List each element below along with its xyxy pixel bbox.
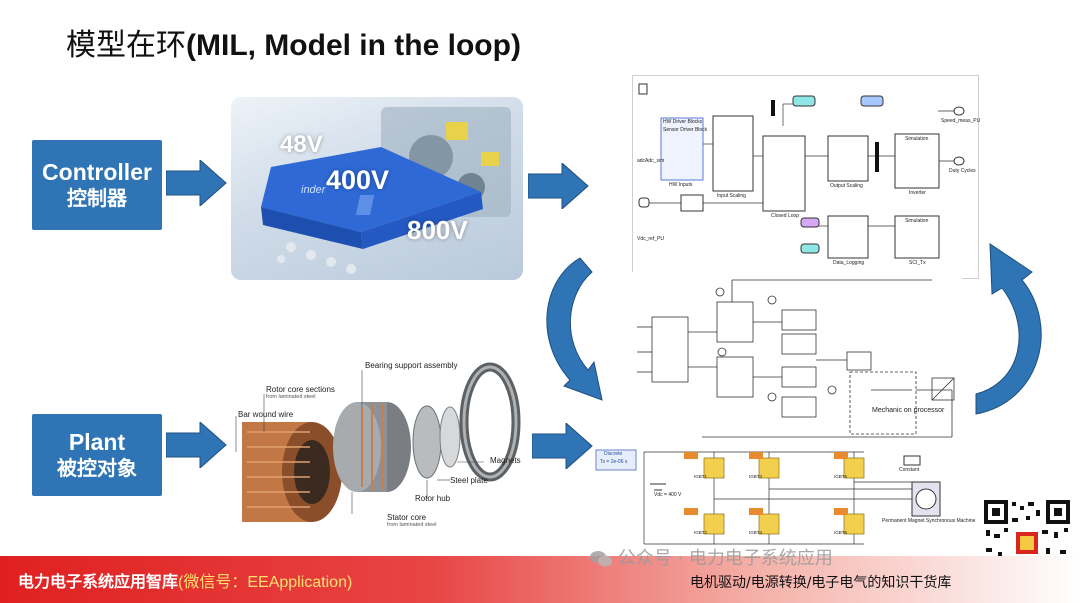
inverter-art: [594, 444, 966, 554]
sim-out-speed: Speed_meas_PU: [941, 118, 980, 124]
sim-hw-driver: HW Driver Blocks: [663, 119, 702, 125]
svg-text:Mechanic on processor: Mechanic on processor: [872, 407, 945, 414]
footer-wechat-id: (微信号：EEApplication): [178, 574, 352, 591]
loop-arrow-right: [970, 232, 1065, 417]
controller-photo: inder 48V 400V 800V: [231, 97, 523, 280]
label-rotor-core-sub: from laminated steel: [266, 394, 316, 400]
voltage-400v: 400V: [326, 165, 389, 196]
sim-data-logging: Data_Logging: [833, 260, 864, 266]
sim-out-duty: Duty Cycles: [949, 168, 976, 174]
inv-igbt4: IGBT4: [749, 530, 762, 535]
wechat-watermark: 公众号 · 电力电子系统应用: [590, 544, 833, 570]
plant-label-en: Plant: [32, 429, 162, 455]
inv-igbt6: IGBT6: [834, 530, 847, 535]
label-bearing: Bearing support assembly: [365, 361, 458, 370]
label-steel-plate: Steel plate: [450, 476, 488, 485]
inv-igbt5: IGBT5: [834, 474, 847, 479]
wechat-icon: [590, 550, 612, 568]
voltage-800v: 800V: [407, 215, 468, 246]
inv-igbt2: IGBT2: [694, 530, 707, 535]
loop-arrow-left: [532, 250, 622, 410]
wechat-watermark-text: 公众号 · 电力电子系统应用: [618, 548, 833, 569]
label-stator-core: Stator core: [387, 513, 426, 522]
footer-left: 电力电子系统应用智库(微信号：EEApplication): [18, 568, 352, 592]
sim-inverter: Inverter: [909, 190, 926, 196]
title-en: (MIL, Model in the loop): [186, 29, 521, 62]
inv-machine: Permanent Magnet Synchronous Machine: [882, 518, 975, 524]
inverter-power-stage: Discrete Ts = 2e-06 s Vdc = 400 V Consta…: [594, 444, 966, 554]
controller-label-cn: 控制器: [32, 185, 162, 211]
sim-sensor-driver: Sensor Driver Block: [663, 127, 707, 133]
label-rotor-hub: Rotor hub: [415, 494, 450, 503]
footer-brand: 电力电子系统应用智库: [18, 572, 178, 591]
motor-exploded-view: Bearing support assembly Rotor core sect…: [222, 352, 532, 542]
controller-brand: inder: [301, 184, 327, 196]
slide-title: 模型在环(MIL, Model in the loop): [66, 20, 521, 64]
inv-constant: Constant: [899, 467, 919, 473]
motor-art: [222, 352, 532, 542]
simulink-controller-model: HW Driver Blocks Sensor Driver Block HW …: [632, 75, 979, 279]
arrow-motor-to-plant-model: [532, 423, 594, 469]
pmsm-block-diagram: Mechanic on processor: [632, 272, 962, 442]
label-bar-wound: Bar wound wire: [238, 410, 293, 419]
sim-output-scaling: Output Scaling: [830, 183, 863, 189]
sim-closed-loop: Closed Loop: [771, 213, 799, 219]
arrow-photo-to-simulink: [528, 163, 590, 209]
controller-box: Controller 控制器: [32, 140, 162, 230]
inv-igbt1: IGBT1: [694, 474, 707, 479]
pmsm-mechanic: Mechanic on processor: [872, 407, 945, 414]
sim-hw-inputs: HW Inputs: [669, 182, 692, 188]
plant-box: Plant 被控对象: [32, 414, 162, 496]
simulink-art: [633, 76, 978, 278]
title-cn: 模型在环: [66, 28, 186, 63]
sim-sci-tx: SCI_Tx: [909, 260, 926, 266]
inv-ts: Ts = 2e-06 s: [600, 459, 627, 465]
label-rotor-core: Rotor core sections: [266, 385, 335, 394]
inv-igbt3: IGBT3: [749, 474, 762, 479]
voltage-48v: 48V: [280, 131, 323, 159]
pmsm-art: Mechanic on processor: [632, 272, 962, 442]
controller-label-en: Controller: [32, 159, 162, 185]
plant-label-cn: 被控对象: [32, 455, 162, 481]
sim-in-adc: adcAdc_sim: [637, 158, 664, 164]
sim-simulation-bottom: Simulation: [905, 218, 928, 224]
label-stator-core-sub: from laminated steel: [387, 522, 437, 528]
sim-input-scaling: Input Scaling: [717, 193, 746, 199]
inv-vdc: Vdc = 400 V: [654, 492, 681, 498]
label-magnets: Magnets: [490, 456, 521, 465]
arrow-controller-to-photo: [166, 160, 228, 206]
sim-simulation-top: Simulation: [905, 136, 928, 142]
sim-in-vdc: Vdc_ref_PU: [637, 236, 664, 242]
footer-tagline: 电机驱动/电源转换/电子电气的知识干货库: [690, 572, 951, 592]
inv-discrete: Discrete: [604, 451, 622, 457]
arrow-plant-to-motor: [166, 422, 228, 468]
